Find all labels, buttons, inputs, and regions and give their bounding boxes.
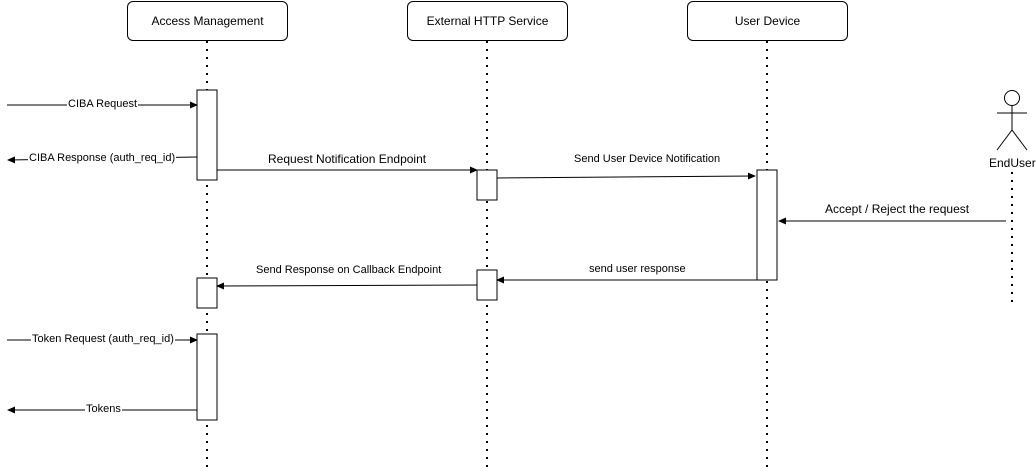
message-label-tokens: Tokens [85, 403, 122, 416]
activation-ext-1 [476, 169, 498, 201]
participant-external-http-service: External HTTP Service [407, 1, 568, 41]
end-user-actor-icon [996, 90, 1028, 151]
message-label-send-device-notification: Send User Device Notification [574, 153, 721, 165]
activation-am-1 [196, 89, 218, 181]
actor-label-end-user: EndUser [989, 156, 1036, 170]
activation-am-3 [196, 333, 218, 421]
message-label-token-request: Token Request (auth_req_id) [31, 333, 175, 346]
arrow-send-callback [216, 282, 478, 290]
arrow-send-device-notification [496, 172, 756, 180]
message-label-request-notification: Request Notification Endpoint [268, 152, 427, 166]
participant-label: User Device [734, 14, 801, 28]
participant-label: Access Management [151, 14, 264, 28]
message-label-ciba-response: CIBA Response (auth_req_id) [28, 152, 177, 165]
participant-access-management: Access Management [127, 1, 288, 41]
participant-label: External HTTP Service [426, 14, 549, 28]
message-label-ciba-request: CIBA Request [67, 98, 139, 111]
message-label-send-callback: Send Response on Callback Endpoint [256, 264, 442, 276]
activation-ext-2 [476, 269, 498, 301]
activation-device [756, 169, 778, 281]
message-label-send-user-response: send user response [589, 263, 686, 275]
activation-am-2 [196, 277, 218, 309]
participant-user-device: User Device [687, 1, 848, 41]
message-label-accept-reject: Accept / Reject the request [825, 202, 970, 216]
